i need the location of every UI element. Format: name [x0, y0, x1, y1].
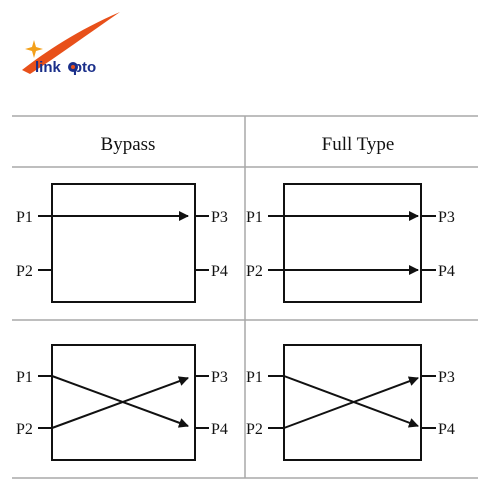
port-label-p1: P1: [246, 209, 263, 226]
port-label-p2: P2: [16, 421, 33, 438]
switch-box: [51, 183, 196, 303]
cell-bypass-row1-labels: P1 P2 P3 P4: [16, 209, 228, 280]
cell-bypass-row1: [38, 183, 209, 303]
cell-full-type-row1-labels: P1 P2 P3 P4: [246, 209, 455, 280]
table-grid: [12, 115, 478, 479]
logo-swoosh: [22, 12, 120, 74]
switch-box: [283, 183, 422, 303]
port-label-p1: P1: [246, 369, 263, 386]
path-p2-p3: [283, 376, 419, 429]
port-label-p2: P2: [16, 263, 33, 280]
path-p1-p4: [283, 375, 419, 428]
logo-dot-inner: [71, 65, 75, 69]
port-label-p3: P3: [438, 209, 455, 226]
switch-box: [283, 344, 422, 461]
port-label-p4: P4: [211, 263, 228, 280]
port-label-p3: P3: [211, 369, 228, 386]
port-label-p4: P4: [438, 263, 455, 280]
port-label-p3: P3: [211, 209, 228, 226]
path-p1-p4: [51, 375, 189, 428]
header-full-type: Full Type: [322, 134, 395, 155]
port-label-p4: P4: [211, 421, 228, 438]
port-label-p4: P4: [438, 421, 455, 438]
cell-full-type-row1: [268, 183, 436, 303]
logo-star-icon: [25, 40, 43, 58]
port-label-p1: P1: [16, 369, 33, 386]
switch-box: [51, 344, 196, 461]
port-label-p1: P1: [16, 209, 33, 226]
header-bypass: Bypass: [101, 134, 156, 155]
port-label-p3: P3: [438, 369, 455, 386]
port-label-p2: P2: [246, 263, 263, 280]
path-p2-p3: [51, 376, 189, 429]
port-label-p2: P2: [246, 421, 263, 438]
cell-full-type-row2: [268, 344, 436, 461]
cell-bypass-row2-labels: P1 P2 P3 P4: [16, 369, 228, 438]
cell-full-type-row2-labels: P1 P2 P3 P4: [246, 369, 455, 438]
cell-bypass-row2: [38, 344, 209, 461]
